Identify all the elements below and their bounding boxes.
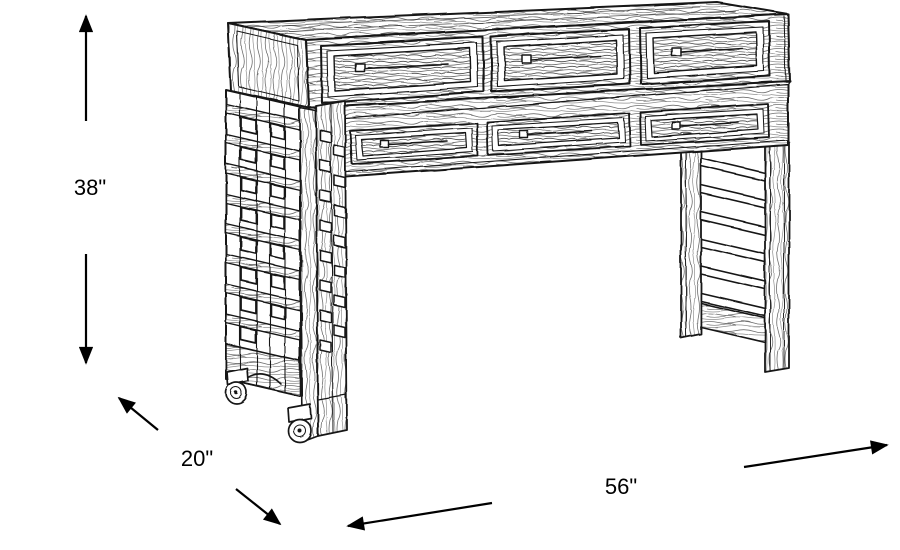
drawer-4 bbox=[349, 122, 479, 165]
drawer-groove bbox=[680, 47, 743, 53]
caster-bracket bbox=[226, 367, 249, 386]
drawer-groove bbox=[363, 63, 449, 69]
drawer-handle bbox=[354, 62, 365, 72]
drawer-groove bbox=[527, 130, 593, 136]
front-left-leg bbox=[299, 100, 348, 443]
height-dimension-label: 38" bbox=[74, 175, 106, 200]
table-top-grain-lines bbox=[245, 6, 736, 33]
depth-arrow-lower-right bbox=[235, 488, 282, 526]
width-dimension-label: 56" bbox=[605, 474, 637, 499]
caster-front-left bbox=[287, 403, 313, 444]
drawer-groove bbox=[679, 121, 739, 127]
right-post-inner-lines bbox=[685, 142, 785, 372]
drawer-panel bbox=[650, 113, 759, 138]
caster-bracket bbox=[287, 403, 312, 423]
drawer-panel bbox=[333, 47, 472, 92]
right-leg-panel bbox=[680, 141, 790, 373]
drawer-panel bbox=[360, 132, 468, 157]
caster-back-left bbox=[225, 367, 249, 405]
drawer-3 bbox=[639, 20, 771, 85]
drawer-1 bbox=[320, 36, 485, 104]
caster-hub bbox=[230, 387, 243, 399]
dimension-labels: 38" 20" 56" bbox=[74, 175, 637, 499]
depth-arrow-upper-left bbox=[117, 396, 159, 431]
right-front-post bbox=[764, 141, 790, 373]
drawer-5 bbox=[486, 112, 631, 156]
furniture-sketch bbox=[225, 1, 791, 444]
tier1-right-edge-line bbox=[783, 15, 787, 81]
drawer-handle bbox=[671, 121, 681, 130]
drawer-handle bbox=[519, 130, 529, 139]
left-panel-bottom-rail bbox=[225, 343, 301, 397]
width-arrow-left bbox=[346, 501, 493, 531]
drawer-handle bbox=[521, 54, 532, 64]
drawer-groove bbox=[530, 55, 601, 61]
drawer-2 bbox=[490, 28, 631, 93]
right-back-post bbox=[680, 147, 702, 339]
caster-hub bbox=[293, 424, 307, 438]
tier1-left-face bbox=[227, 22, 310, 109]
left-slat-panel bbox=[225, 89, 301, 397]
drawer-handle bbox=[671, 47, 682, 57]
drawer-panel bbox=[503, 39, 618, 82]
right-panel-bottom-rail bbox=[700, 302, 766, 343]
drawer-handle bbox=[379, 139, 389, 148]
left-panel-stile-lines bbox=[239, 92, 286, 393]
drawer-panel bbox=[497, 122, 620, 147]
drawer-groove bbox=[387, 140, 448, 145]
width-arrow-right bbox=[743, 440, 889, 469]
tier1-left-face-inner-frame bbox=[236, 30, 300, 102]
drawer-6 bbox=[639, 103, 770, 146]
dimension-annotations bbox=[78, 14, 889, 531]
front-left-leg-foot-line bbox=[317, 394, 348, 401]
right-panel-rungs bbox=[700, 157, 766, 317]
front-left-leg-center-line bbox=[330, 103, 334, 434]
drawer-panel bbox=[652, 31, 758, 74]
depth-dimension-label: 20" bbox=[181, 446, 213, 471]
front-left-leg-side bbox=[299, 107, 319, 443]
tier2-bottom-inner-line bbox=[340, 139, 789, 173]
